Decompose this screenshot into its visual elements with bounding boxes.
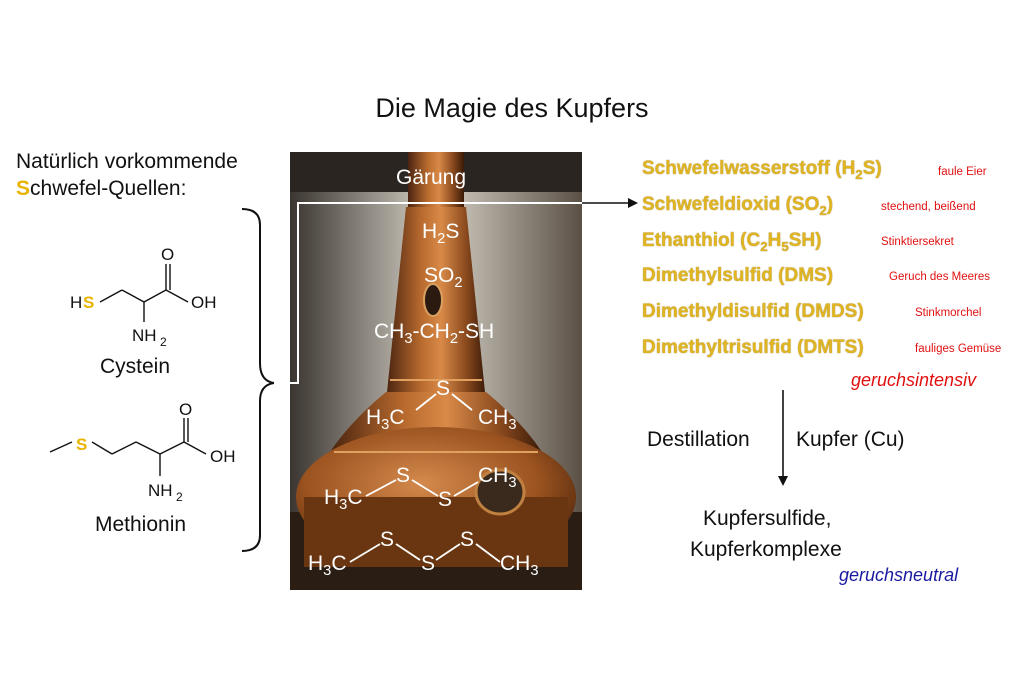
methionin-o: O — [179, 400, 192, 419]
methionin-s: S — [76, 435, 87, 454]
cystein-h: H — [70, 293, 82, 312]
compound-ethanthiol: Ethanthiol (C2H5SH) — [642, 230, 821, 254]
compound-ethanthiol-sub: 2 — [760, 238, 768, 254]
compound-so2: Schwefeldioxid (SO2) — [642, 194, 833, 218]
dms-s: S — [436, 377, 451, 400]
dmds-left-c: C — [347, 486, 363, 509]
dmts-left: H3C — [308, 552, 347, 579]
methionin-nh: NH — [148, 481, 173, 500]
dms-left-h: H — [366, 406, 382, 429]
methionin-nh2-sub: 2 — [176, 490, 183, 504]
dmds-left: H3C — [324, 486, 363, 513]
dmds-left-h: H — [324, 486, 340, 509]
dms-right-sub: 3 — [508, 417, 517, 434]
arrow-head-down — [778, 476, 788, 486]
h2s-s: S — [445, 220, 460, 243]
compound-so2-tail: ) — [826, 194, 834, 215]
sources-heading-rest: chwefel-Quellen: — [30, 177, 187, 200]
dms-left: H3C — [366, 406, 405, 433]
dmts-left-c: C — [331, 552, 347, 575]
dmds-right-ch: CH — [478, 464, 509, 487]
dmts-right-sub: 3 — [530, 563, 539, 580]
sources-heading-line2: Schwefel-Quellen: — [16, 175, 238, 202]
process-distillation: Destillation — [647, 428, 750, 451]
dmds-right-sub: 3 — [508, 475, 517, 492]
ethanthiol-sub2: 2 — [449, 331, 459, 348]
dms-right: CH3 — [478, 406, 517, 433]
dmts-s2: S — [421, 552, 436, 575]
dmds-right: CH3 — [478, 464, 517, 491]
odor-h2s: faule Eier — [938, 166, 987, 178]
formula-so2: SO2 — [424, 264, 463, 291]
cystein-nh: NH — [132, 326, 157, 345]
compound-h2s-tail: S) — [862, 158, 882, 179]
dmds-s1: S — [396, 464, 411, 487]
process-copper: Kupfer (Cu) — [796, 428, 905, 451]
odor-so2: stechend, beißend — [881, 201, 976, 213]
cystein-oh: OH — [191, 293, 217, 312]
ethanthiol-p2: -CH — [412, 320, 450, 343]
sources-heading: Natürlich vorkommende Schwefel-Quellen: — [16, 148, 238, 202]
odor-ethanthiol: Stinktiersekret — [881, 236, 954, 248]
cystein-label: Cystein — [100, 355, 171, 378]
so2-so: SO — [424, 264, 455, 287]
h2s-sub: 2 — [437, 231, 446, 248]
compound-dms: Dimethylsulfid (DMS) — [642, 265, 834, 286]
dmts-right: CH3 — [500, 552, 539, 579]
cystein-s: S — [83, 293, 94, 312]
dmts-right-ch: CH — [500, 552, 531, 575]
odor-dmts: fauliges Gemüse — [915, 343, 1002, 355]
ethanthiol-sub1: 3 — [404, 331, 413, 348]
dmds-left-sub: 3 — [339, 497, 348, 514]
dmts-left-sub: 3 — [323, 563, 332, 580]
compound-ethanthiol-mid: H — [767, 230, 782, 251]
product-line1: Kupfersulfide, — [703, 507, 832, 530]
page-title: Die Magie des Kupfers — [375, 93, 649, 123]
product-line2: Kupferkomplexe — [690, 538, 842, 561]
cystein-nh2-sub: 2 — [160, 335, 167, 349]
cystein-o: O — [161, 245, 174, 264]
cystein-structure: H S O OH NH 2 — [70, 245, 217, 349]
smell-neutral-label: geruchsneutral — [839, 565, 959, 585]
dms-right-ch: CH — [478, 406, 509, 429]
compound-so2-name: Schwefeldioxid (SO — [642, 194, 820, 215]
dmts-s1: S — [380, 528, 395, 551]
ethanthiol-p1: CH — [374, 320, 405, 343]
copper-still-illustration — [290, 152, 582, 590]
compound-so2-sub: 2 — [819, 202, 827, 218]
formula-ethanthiol: CH3-CH2-SH — [374, 320, 494, 347]
methionin-oh: OH — [210, 447, 236, 466]
formula-h2s: H2S — [422, 220, 459, 247]
copper-still-photo: Gärung H2S SO2 CH3-CH2-SH S H3C CH3 S S … — [290, 152, 582, 590]
methionin-structure: S O OH NH 2 — [49, 400, 236, 504]
compound-h2s: Schwefelwasserstoff (H2S) — [642, 158, 882, 182]
compound-h2s-name: Schwefelwasserstoff (H — [642, 158, 856, 179]
compound-dmts: Dimethyltrisulfid (DMTS) — [642, 337, 864, 358]
so2-sub: 2 — [454, 275, 463, 292]
arrow-head-right — [628, 198, 638, 208]
compound-h2s-sub: 2 — [855, 166, 863, 182]
compound-ethanthiol-name: Ethanthiol (C — [642, 230, 761, 251]
sulfide-bonds — [349, 393, 501, 563]
dms-left-sub: 3 — [381, 417, 390, 434]
methionin-label: Methionin — [95, 513, 187, 536]
odor-dms: Geruch des Meeres — [889, 271, 990, 283]
dms-left-c: C — [389, 406, 405, 429]
sulfur-highlight: S — [16, 177, 31, 200]
dmds-s2: S — [438, 488, 453, 511]
ethanthiol-p3: -SH — [458, 320, 495, 343]
fermentation-label: Gärung — [396, 166, 467, 189]
compound-dmds: Dimethyldisulfid (DMDS) — [642, 301, 864, 322]
odor-dmds: Stinkmorchel — [915, 307, 982, 319]
dmts-s3: S — [460, 528, 475, 551]
compound-ethanthiol-tail: SH) — [788, 230, 822, 251]
smell-intense-label: geruchsintensiv — [851, 370, 977, 390]
compound-ethanthiol-sub2: 5 — [781, 238, 789, 254]
sources-heading-line1: Natürlich vorkommende — [16, 150, 238, 173]
h2s-h: H — [422, 220, 438, 243]
dmts-left-h: H — [308, 552, 324, 575]
